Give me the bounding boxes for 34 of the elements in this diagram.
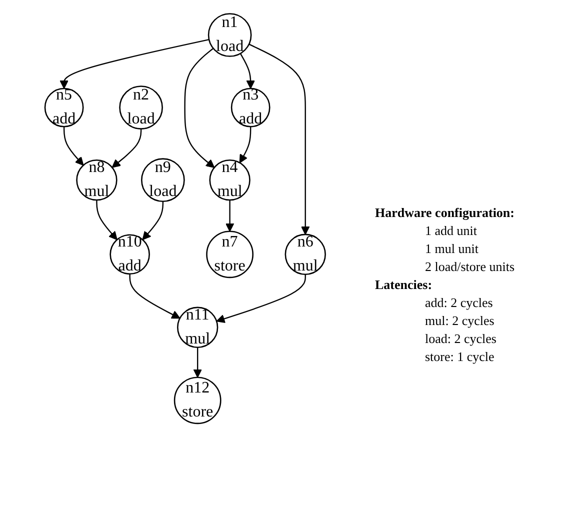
node-circle: n5 add (44, 87, 84, 127)
node-circle: n11 mul (176, 306, 218, 348)
spec-text: 1 add unit (424, 222, 478, 240)
section-heading: Hardware configuration: (375, 204, 515, 222)
node-circle: n1 load (208, 12, 252, 56)
arrow (239, 126, 252, 163)
node-circle: n7 store (206, 230, 254, 278)
node-circle: n6 mul (284, 233, 326, 274)
section-heading: Latencies: (375, 276, 434, 294)
arrow (63, 126, 84, 166)
spec-text: 1 mul unit (424, 240, 480, 258)
arrow (96, 200, 118, 240)
arrow (193, 346, 202, 378)
arrow (248, 43, 310, 234)
spec-text: mul: 2 cycles (424, 312, 496, 330)
arrow (225, 200, 234, 232)
arrow (240, 52, 255, 88)
arrow (216, 274, 306, 322)
node-circle: n3 add (230, 87, 270, 127)
node-circle: n10 add (110, 234, 150, 274)
arrow (142, 200, 164, 240)
spec-text: add: 2 cycles (424, 294, 494, 312)
node-circle: n2 load (118, 85, 163, 129)
node-circle: n8 mul (76, 158, 118, 200)
arrow (184, 47, 215, 168)
node-circle: n4 mul (209, 158, 250, 200)
spec-text: load: 2 cycles (424, 330, 498, 348)
arrow (60, 38, 209, 88)
arrow (112, 128, 142, 168)
spec-text: 2 load/store units (424, 258, 515, 276)
node-circle: n9 load (140, 158, 185, 202)
arrow (129, 273, 180, 318)
spec-text: store: 1 cycle (424, 348, 496, 366)
node-circle: n12 store (174, 376, 222, 424)
